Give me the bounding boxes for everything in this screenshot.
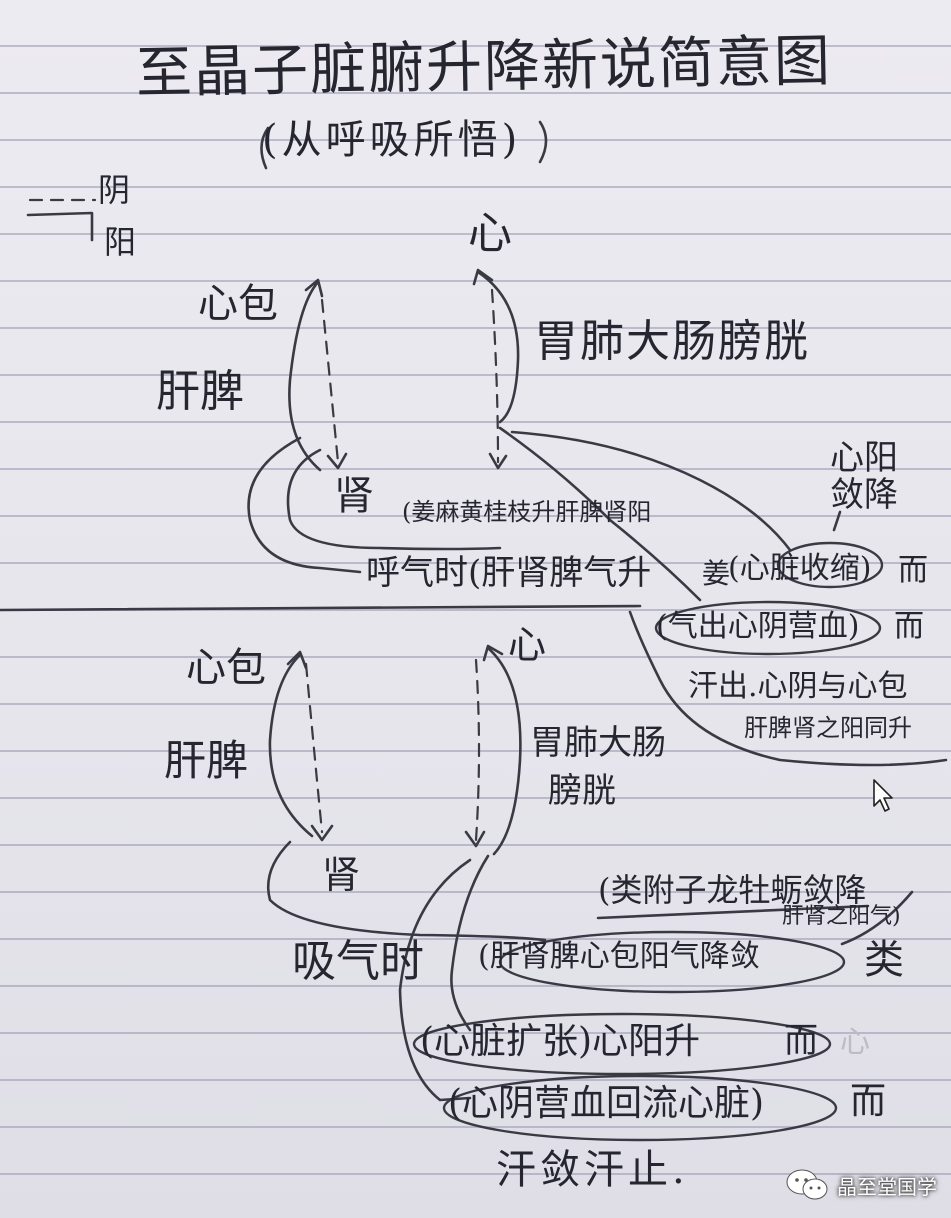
top-contract-suffix: 而: [898, 553, 928, 588]
bottom-kidney-label: 肾: [322, 853, 361, 897]
legend-yin-label: 阴: [98, 171, 131, 209]
bottom-return-label: (心阴营血回流心脏): [448, 1083, 765, 1124]
bottom-connector-3: [398, 858, 472, 1102]
bottom-right-arc-dashed: [474, 658, 481, 842]
herbs-connector: [840, 890, 914, 946]
bottom-return-suffix: 而: [850, 1081, 887, 1122]
bottom-stop-sweat: 汗敛汗止.: [496, 1147, 689, 1193]
legend-yang-label: 阳: [104, 223, 137, 261]
top-left-arrowhead: [304, 278, 324, 298]
top-blood-label: (气出心阴营血): [656, 609, 860, 644]
contract-oval: [776, 541, 884, 589]
top-left-arc-dashed: [320, 298, 340, 464]
dilate-oval: [412, 1012, 832, 1076]
bottom-right-arc-solid: [486, 646, 522, 856]
top-right-arc-solid: [476, 270, 520, 424]
bottom-inhale-suffix: 类: [864, 937, 904, 983]
bottom-left-arc-dashed: [304, 662, 324, 834]
bottom-heart-label: 心: [508, 623, 547, 667]
bottom-fu-line2: 膀胱: [548, 771, 616, 811]
top-herbs-note: (姜麻黄桂枝升肝脾肾阳: [402, 498, 652, 526]
bottom-dilate-label: (心脏扩张)心阳升: [420, 1021, 701, 1062]
top-connector-1: [247, 436, 362, 574]
bottom-herbs-note2: 肝肾之阳气): [782, 904, 901, 929]
top-blood-suffix: 而: [894, 609, 924, 644]
top-contract-prefix: 姜: [702, 557, 731, 590]
bottom-left-arrowhead: [286, 650, 308, 670]
top-right-arrowhead: [472, 268, 494, 286]
bottom-herbs-note: (类附子龙牡蛎敛降: [598, 871, 867, 909]
top-contract-label: (心脏收缩): [728, 551, 872, 586]
herbs-underline: [596, 904, 870, 920]
watermark: 晶至堂国学: [785, 1168, 937, 1202]
top-liver-spleen-label: 肝脾: [156, 366, 244, 417]
bottom-left-arc-solid: [268, 653, 314, 838]
diagram-title: 至晶子脏腑升降新说简意图: [135, 28, 833, 107]
bottom-fu-line1: 胃肺大肠: [530, 723, 666, 763]
top-connector-3: [498, 426, 702, 602]
inhale-oval: [498, 930, 846, 994]
top-kidney-label: 肾: [334, 473, 374, 519]
subtitle-paren-right: [538, 120, 548, 164]
top-exhale-label: 呼气时(肝肾脾气升: [366, 553, 652, 593]
bottom-pericardium-label: 心包: [186, 645, 266, 691]
top-connector-4: [510, 430, 792, 552]
diagram-subtitle: (从呼吸所悟): [262, 117, 522, 163]
top-sweat-line1: 汗出.心阴与心包: [688, 669, 908, 704]
blood-oval: [654, 600, 882, 656]
top-left-arc-solid: [288, 280, 322, 472]
mouse-pointer-icon: [873, 779, 893, 812]
bottom-inhale-note: (肝肾脾心包阳气降敛: [478, 939, 760, 974]
bottom-right-arrowhead: [482, 644, 504, 662]
bottom-liver-spleen-label: 肝脾: [164, 736, 249, 785]
legend-solid-line: [26, 211, 94, 242]
top-pericardium-label: 心包: [198, 281, 278, 327]
watermark-text: 晶至堂国学: [837, 1174, 937, 1199]
top-heart-label: 心: [468, 208, 512, 259]
bottom-dilate-faint: 心: [840, 1025, 870, 1060]
bottom-inhale-label: 吸气时: [292, 936, 424, 987]
heart-yang-tick: [832, 510, 842, 532]
top-fu-organs-label: 胃肺大肠膀胱: [534, 316, 810, 367]
bottom-connector-1: [266, 840, 547, 942]
top-right-dashed-arrowhead: [488, 452, 508, 470]
top-heart-yang-label: 心阳敛降: [830, 438, 898, 516]
bottom-right-dashed-arrowhead: [464, 830, 486, 848]
bottom-connector-2: [450, 854, 490, 1032]
section-divider: [0, 604, 642, 612]
return-oval: [442, 1074, 838, 1142]
top-connector-2: [286, 448, 502, 551]
sweat-bracket: [628, 610, 948, 767]
subtitle-paren-left: [260, 126, 270, 170]
top-sweat-line2: 肝脾肾之阳同升: [744, 714, 912, 742]
bottom-dilate-suffix: 而: [784, 1021, 818, 1061]
top-right-arc-dashed: [490, 288, 500, 464]
bottom-left-dashed-arrowhead: [310, 824, 334, 842]
top-left-dashed-arrowhead: [326, 452, 348, 470]
wechat-icon: [786, 1169, 828, 1200]
